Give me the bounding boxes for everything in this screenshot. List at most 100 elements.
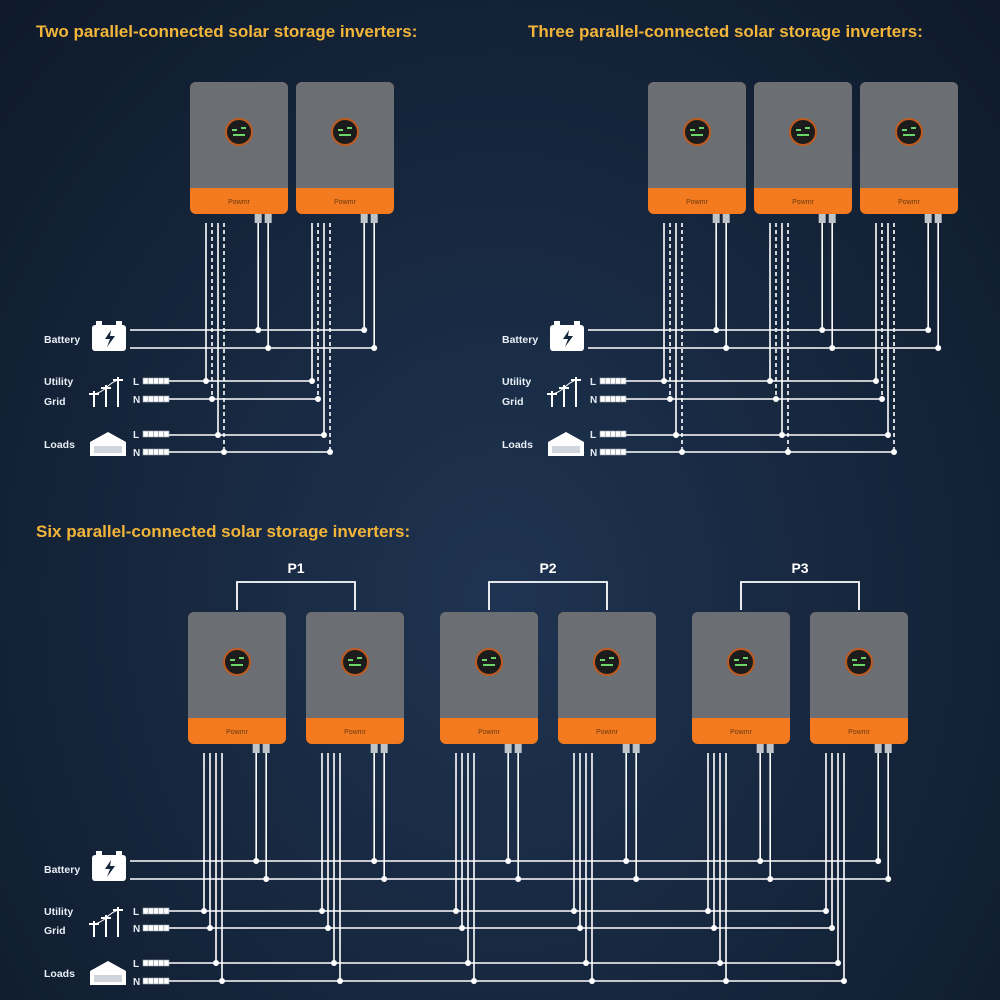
display-glyph bbox=[734, 657, 748, 666]
display-glyph bbox=[348, 657, 362, 666]
battery-bolt bbox=[105, 330, 115, 347]
inverter-body-edge bbox=[190, 182, 288, 188]
terminal-block bbox=[514, 744, 522, 753]
display-ring bbox=[225, 118, 253, 146]
line-label: L bbox=[133, 377, 139, 388]
inverter-display-icon bbox=[475, 648, 503, 676]
display-ring bbox=[683, 118, 711, 146]
terminal-strip bbox=[599, 377, 627, 385]
inverter-unit: Powmr bbox=[188, 612, 286, 753]
section-title-two: Two parallel-connected solar storage inv… bbox=[36, 22, 418, 41]
terminal-strip bbox=[599, 448, 627, 456]
utility-label: Utility bbox=[502, 376, 531, 388]
terminal-block bbox=[504, 744, 512, 753]
battery-label: Battery bbox=[44, 334, 80, 346]
battery-bolt bbox=[563, 330, 573, 347]
parallel-group-bracket bbox=[236, 581, 356, 610]
display-glyph bbox=[232, 127, 246, 136]
inverter-unit: Powmr bbox=[648, 82, 746, 223]
pole-wire bbox=[93, 379, 119, 395]
display-ring bbox=[845, 648, 873, 676]
display-ring bbox=[593, 648, 621, 676]
battery-bolt bbox=[105, 860, 115, 877]
battery-cap bbox=[116, 321, 122, 325]
display-ring bbox=[475, 648, 503, 676]
display-glyph bbox=[902, 127, 916, 136]
terminal-block bbox=[370, 744, 378, 753]
loads-label: Loads bbox=[502, 439, 533, 451]
terminal-strip bbox=[142, 959, 170, 967]
terminal-block bbox=[818, 214, 826, 223]
terminal-strip-body bbox=[142, 395, 170, 403]
inverter-unit: Powmr bbox=[440, 612, 538, 753]
display-ring bbox=[895, 118, 923, 146]
battery-cap bbox=[96, 851, 102, 855]
neutral-label: N bbox=[590, 395, 597, 406]
inverter-brand-text: Powmr bbox=[848, 729, 870, 736]
display-glyph bbox=[230, 657, 244, 666]
display-ring bbox=[727, 648, 755, 676]
terminal-strip bbox=[142, 907, 170, 915]
inverter-display-icon bbox=[223, 648, 251, 676]
battery-label: Battery bbox=[44, 864, 80, 876]
pole-wire bbox=[551, 379, 577, 395]
display-glyph bbox=[600, 657, 614, 666]
parallel-group-label-p3: P3 bbox=[791, 560, 808, 576]
terminal-block bbox=[828, 214, 836, 223]
terminal-block bbox=[254, 214, 262, 223]
terminal-strip bbox=[599, 430, 627, 438]
inverter-unit: Powmr bbox=[810, 612, 908, 753]
parallel-group-bracket bbox=[488, 581, 608, 610]
terminal-strip-body bbox=[599, 377, 627, 385]
terminal-strip bbox=[142, 448, 170, 456]
terminal-strip-body bbox=[599, 395, 627, 403]
inverter-body-edge bbox=[648, 182, 746, 188]
utility-label: Utility bbox=[44, 376, 73, 388]
battery-icon bbox=[550, 321, 584, 351]
inverter-unit: Powmr bbox=[296, 82, 394, 223]
terminal-block bbox=[874, 744, 882, 753]
inverter-display-icon bbox=[789, 118, 817, 146]
inverter-unit: Powmr bbox=[306, 612, 404, 753]
terminal-block bbox=[622, 744, 630, 753]
grid-label: Grid bbox=[502, 396, 524, 408]
display-ring bbox=[223, 648, 251, 676]
parallel-group-label-p1: P1 bbox=[287, 560, 304, 576]
grid-label: Grid bbox=[44, 396, 66, 408]
display-ring bbox=[341, 648, 369, 676]
grid-label: Grid bbox=[44, 925, 66, 937]
utility-pole-icon bbox=[89, 907, 123, 937]
terminal-block bbox=[252, 744, 260, 753]
inverter-brand-text: Powmr bbox=[334, 199, 356, 206]
inverter-body-edge bbox=[558, 712, 656, 718]
inverter-body-edge bbox=[860, 182, 958, 188]
inverter-brand-text: Powmr bbox=[228, 199, 250, 206]
loads-label: Loads bbox=[44, 968, 75, 980]
display-ring bbox=[789, 118, 817, 146]
inverter-display-icon bbox=[845, 648, 873, 676]
terminal-strip-body bbox=[142, 448, 170, 456]
terminal-block bbox=[884, 744, 892, 753]
utility-pole-icon bbox=[89, 377, 123, 407]
neutral-label: N bbox=[133, 924, 140, 935]
inverter-body-edge bbox=[296, 182, 394, 188]
home-window bbox=[94, 446, 122, 453]
inverter-unit: Powmr bbox=[558, 612, 656, 753]
battery-cap bbox=[116, 851, 122, 855]
section-title-three: Three parallel-connected solar storage i… bbox=[528, 22, 923, 41]
terminal-block bbox=[924, 214, 932, 223]
inverter-display-icon bbox=[683, 118, 711, 146]
home-load-icon bbox=[90, 432, 126, 456]
inverter-brand-text: Powmr bbox=[226, 729, 248, 736]
utility-label: Utility bbox=[44, 906, 73, 918]
battery-cap bbox=[96, 321, 102, 325]
inverter-body-edge bbox=[306, 712, 404, 718]
battery-cap bbox=[554, 321, 560, 325]
battery-label: Battery bbox=[502, 334, 538, 346]
loads-label: Loads bbox=[44, 439, 75, 451]
home-window bbox=[94, 975, 122, 982]
terminal-block bbox=[360, 214, 368, 223]
home-load-icon bbox=[90, 961, 126, 985]
